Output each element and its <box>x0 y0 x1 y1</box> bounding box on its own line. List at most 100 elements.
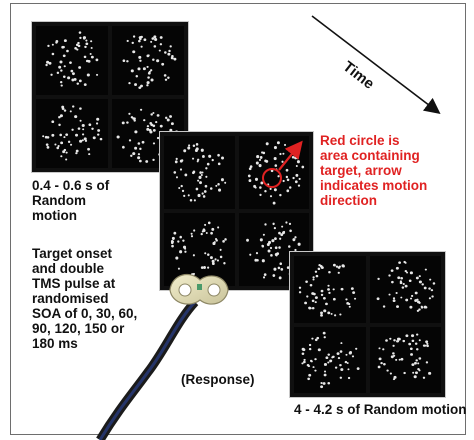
motion-dot <box>382 305 385 308</box>
motion-dot <box>207 253 210 256</box>
motion-dot <box>164 78 168 81</box>
motion-dot <box>401 286 404 289</box>
motion-dot <box>152 58 155 61</box>
motion-dot <box>331 355 334 358</box>
motion-dot <box>385 368 389 372</box>
motion-dot <box>277 246 281 249</box>
dot-quadrant <box>369 256 441 323</box>
motion-dot <box>279 233 283 237</box>
motion-dot <box>409 346 413 350</box>
motion-dot <box>332 297 336 301</box>
motion-dot <box>346 361 349 364</box>
motion-dot <box>285 189 289 193</box>
motion-dot <box>392 299 396 303</box>
motion-dot <box>308 307 311 310</box>
motion-dot <box>79 36 82 40</box>
motion-dot <box>417 368 421 371</box>
motion-dot <box>177 267 180 270</box>
motion-dot <box>319 264 323 268</box>
motion-dot <box>65 158 68 161</box>
time-arrow <box>311 15 441 114</box>
motion-dot <box>288 186 291 189</box>
motion-dot <box>149 122 153 125</box>
motion-dot <box>282 230 285 234</box>
motion-dot <box>79 139 83 143</box>
motion-dot <box>418 338 421 341</box>
motion-dot <box>284 221 288 224</box>
motion-dot <box>152 124 156 128</box>
motion-dot <box>184 250 187 253</box>
motion-dot <box>140 84 143 88</box>
motion-dot <box>169 115 172 118</box>
motion-dot <box>339 313 342 316</box>
motion-dot <box>221 156 224 160</box>
motion-dot <box>211 262 215 266</box>
motion-dot <box>202 195 206 198</box>
motion-dot <box>122 59 126 62</box>
motion-dot <box>306 295 309 298</box>
motion-dot <box>248 253 251 256</box>
motion-dot <box>170 122 174 126</box>
motion-dot <box>175 157 178 161</box>
motion-dot <box>334 366 338 369</box>
motion-dot <box>413 361 417 365</box>
motion-dot <box>158 49 161 52</box>
motion-dot <box>307 377 310 380</box>
motion-dot <box>277 231 281 235</box>
motion-dot <box>130 154 133 157</box>
motion-dot <box>301 347 305 351</box>
motion-dot <box>345 353 348 356</box>
motion-dot <box>171 236 175 240</box>
motion-dot <box>409 271 413 275</box>
motion-dot <box>175 256 179 260</box>
motion-dot <box>153 45 157 48</box>
motion-dot <box>341 264 345 268</box>
motion-dot <box>274 246 277 250</box>
motion-dot <box>179 168 183 171</box>
red-circle-annotation: Red circle is area containing target, ar… <box>320 133 428 208</box>
motion-dot <box>211 227 215 231</box>
motion-dot <box>409 297 412 300</box>
motion-dot <box>99 137 103 141</box>
motion-dot <box>199 181 202 185</box>
motion-dot <box>95 73 99 76</box>
motion-dot <box>314 369 317 372</box>
dot-quadrant <box>36 26 108 95</box>
motion-dot <box>82 36 87 40</box>
motion-dot <box>83 55 87 59</box>
motion-dot <box>197 179 200 182</box>
motion-dot <box>189 198 193 202</box>
motion-dot <box>323 335 326 338</box>
motion-dot <box>416 361 419 364</box>
motion-dot <box>423 286 427 290</box>
motion-dot <box>130 69 134 73</box>
motion-dot <box>69 110 72 113</box>
motion-dot <box>88 123 92 127</box>
motion-dot <box>81 133 85 136</box>
motion-dot <box>165 116 168 119</box>
motion-dot <box>277 266 280 270</box>
motion-dot <box>135 75 139 78</box>
random-dot-field <box>122 35 177 90</box>
motion-dot <box>90 46 93 49</box>
motion-dot <box>151 37 155 40</box>
motion-dot <box>392 375 397 379</box>
motion-dot <box>167 52 171 56</box>
motion-dot <box>312 365 315 368</box>
motion-dot <box>69 61 72 64</box>
motion-dot <box>416 309 419 312</box>
motion-dot <box>396 276 400 280</box>
motion-dot <box>177 240 180 243</box>
motion-dot <box>333 314 337 317</box>
motion-dot <box>322 381 326 385</box>
motion-dot <box>401 339 405 342</box>
motion-dot <box>258 158 261 161</box>
motion-dot <box>134 130 138 134</box>
motion-dot <box>350 287 354 290</box>
motion-dot <box>58 123 61 127</box>
motion-dot <box>340 287 344 291</box>
motion-dot <box>327 288 330 291</box>
motion-dot <box>181 189 185 193</box>
motion-dot <box>409 352 413 356</box>
